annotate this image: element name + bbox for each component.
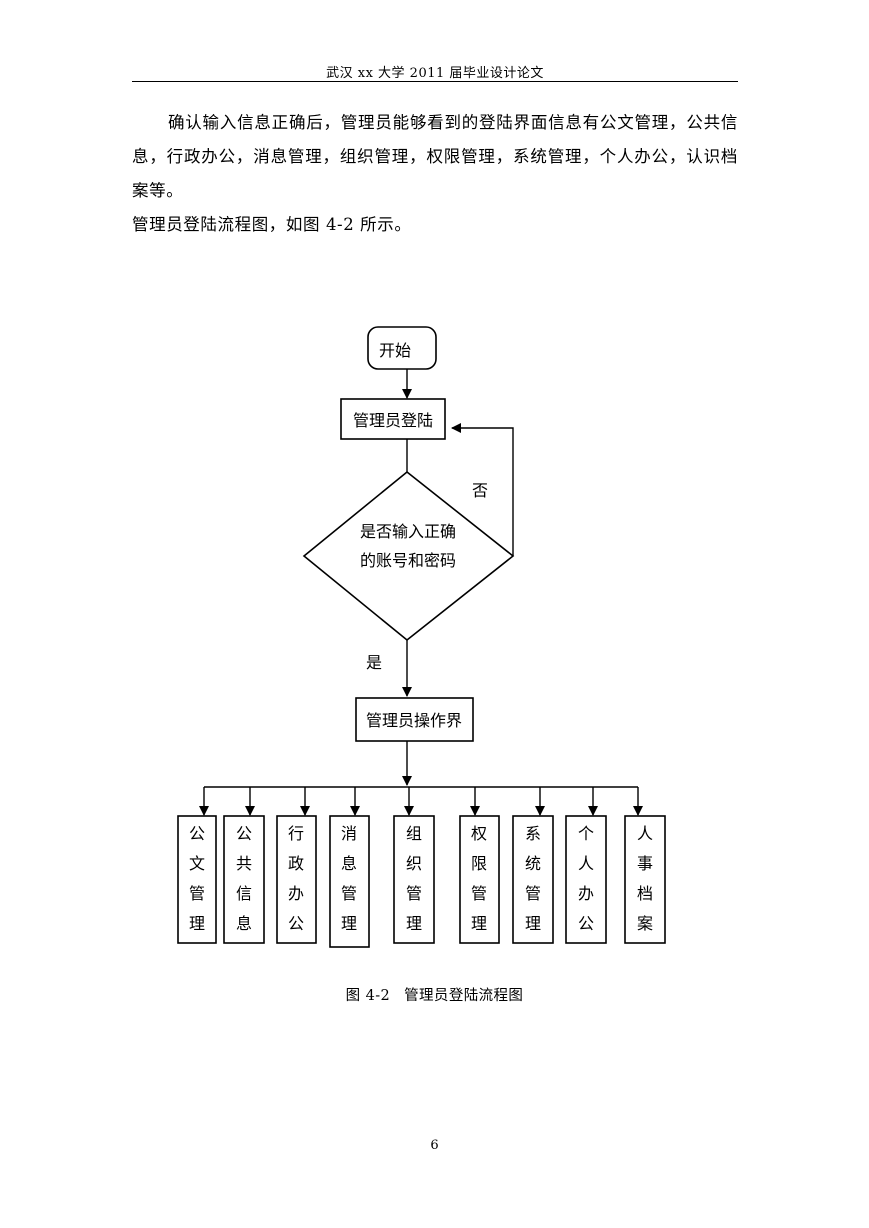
paragraph-figure-reference: 管理员登陆流程图，如图 4-2 所示。 <box>132 215 412 234</box>
svg-text:公: 公 <box>288 914 304 933</box>
svg-text:管: 管 <box>525 884 541 903</box>
svg-text:理: 理 <box>525 914 541 933</box>
svg-text:消: 消 <box>341 824 357 843</box>
svg-text:织: 织 <box>406 854 422 873</box>
svg-text:理: 理 <box>406 914 422 933</box>
no-label: 否 <box>472 481 488 500</box>
svg-text:管: 管 <box>189 884 205 903</box>
module-permission-management: 权 限 管 理 <box>459 815 500 944</box>
body-text: 确认输入信息正确后，管理员能够看到的登陆界面信息有公文管理，公共信息，行政办公，… <box>132 106 738 242</box>
page-number: 6 <box>430 1138 439 1153</box>
svg-text:组: 组 <box>406 824 422 843</box>
svg-text:案: 案 <box>637 914 653 933</box>
svg-text:系: 系 <box>525 824 541 843</box>
svg-text:档: 档 <box>637 884 653 903</box>
svg-text:公: 公 <box>578 914 594 933</box>
svg-text:管: 管 <box>406 884 422 903</box>
decision-label-line1: 是否输入正确 <box>360 522 456 541</box>
svg-text:统: 统 <box>525 854 541 873</box>
header-rule <box>132 81 738 82</box>
svg-text:限: 限 <box>471 854 487 873</box>
svg-text:权: 权 <box>471 824 487 843</box>
svg-text:办: 办 <box>578 884 594 903</box>
module-message-management: 消 息 管 理 <box>329 815 370 948</box>
figure-caption: 图 4-2 管理员登陆流程图 <box>0 984 869 1005</box>
start-node <box>367 326 437 370</box>
arrow-no-loop <box>451 423 514 556</box>
module-organization-management: 组 织 管 理 <box>393 815 435 944</box>
module-document-management: 公 文 管 理 <box>177 815 217 944</box>
svg-text:息: 息 <box>341 854 357 873</box>
figure-title: 管理员登陆流程图 <box>404 988 524 1004</box>
svg-text:理: 理 <box>189 914 205 933</box>
svg-text:公: 公 <box>236 824 252 843</box>
figure-number: 图 4-2 <box>345 988 391 1004</box>
svg-text:事: 事 <box>637 854 653 873</box>
module-personal-office: 个 人 办 公 <box>565 815 607 944</box>
svg-text:个: 个 <box>578 824 594 843</box>
login-node <box>340 398 446 440</box>
svg-text:信: 信 <box>236 884 252 903</box>
module-administrative-office: 行 政 办 公 <box>276 815 317 944</box>
operation-label: 管理员操作界 <box>366 711 462 730</box>
svg-text:公: 公 <box>189 824 205 843</box>
svg-text:人: 人 <box>578 854 594 873</box>
svg-text:管: 管 <box>471 884 487 903</box>
svg-text:行: 行 <box>288 824 304 843</box>
start-label: 开始 <box>379 341 411 360</box>
svg-text:理: 理 <box>471 914 487 933</box>
svg-text:息: 息 <box>236 914 252 933</box>
svg-text:文: 文 <box>189 854 205 873</box>
svg-text:办: 办 <box>288 884 304 903</box>
yes-label: 是 <box>366 653 382 672</box>
decision-label-line2: 的账号和密码 <box>360 551 456 570</box>
page-header: 武汉 xx 大学 2011 届毕业设计论文 <box>326 66 544 81</box>
svg-text:人: 人 <box>637 824 653 843</box>
module-system-management: 系 统 管 理 <box>512 815 554 944</box>
svg-text:管: 管 <box>341 884 357 903</box>
svg-text:共: 共 <box>236 854 252 873</box>
login-label: 管理员登陆 <box>353 411 433 430</box>
module-personnel-files: 人 事 档 案 <box>624 815 666 944</box>
module-public-information: 公 共 信 息 <box>223 815 265 944</box>
svg-text:政: 政 <box>288 854 304 873</box>
paragraph-login-info: 确认输入信息正确后，管理员能够看到的登陆界面信息有公文管理，公共信息，行政办公，… <box>132 113 738 200</box>
operation-node <box>355 697 474 742</box>
svg-text:理: 理 <box>341 914 357 933</box>
